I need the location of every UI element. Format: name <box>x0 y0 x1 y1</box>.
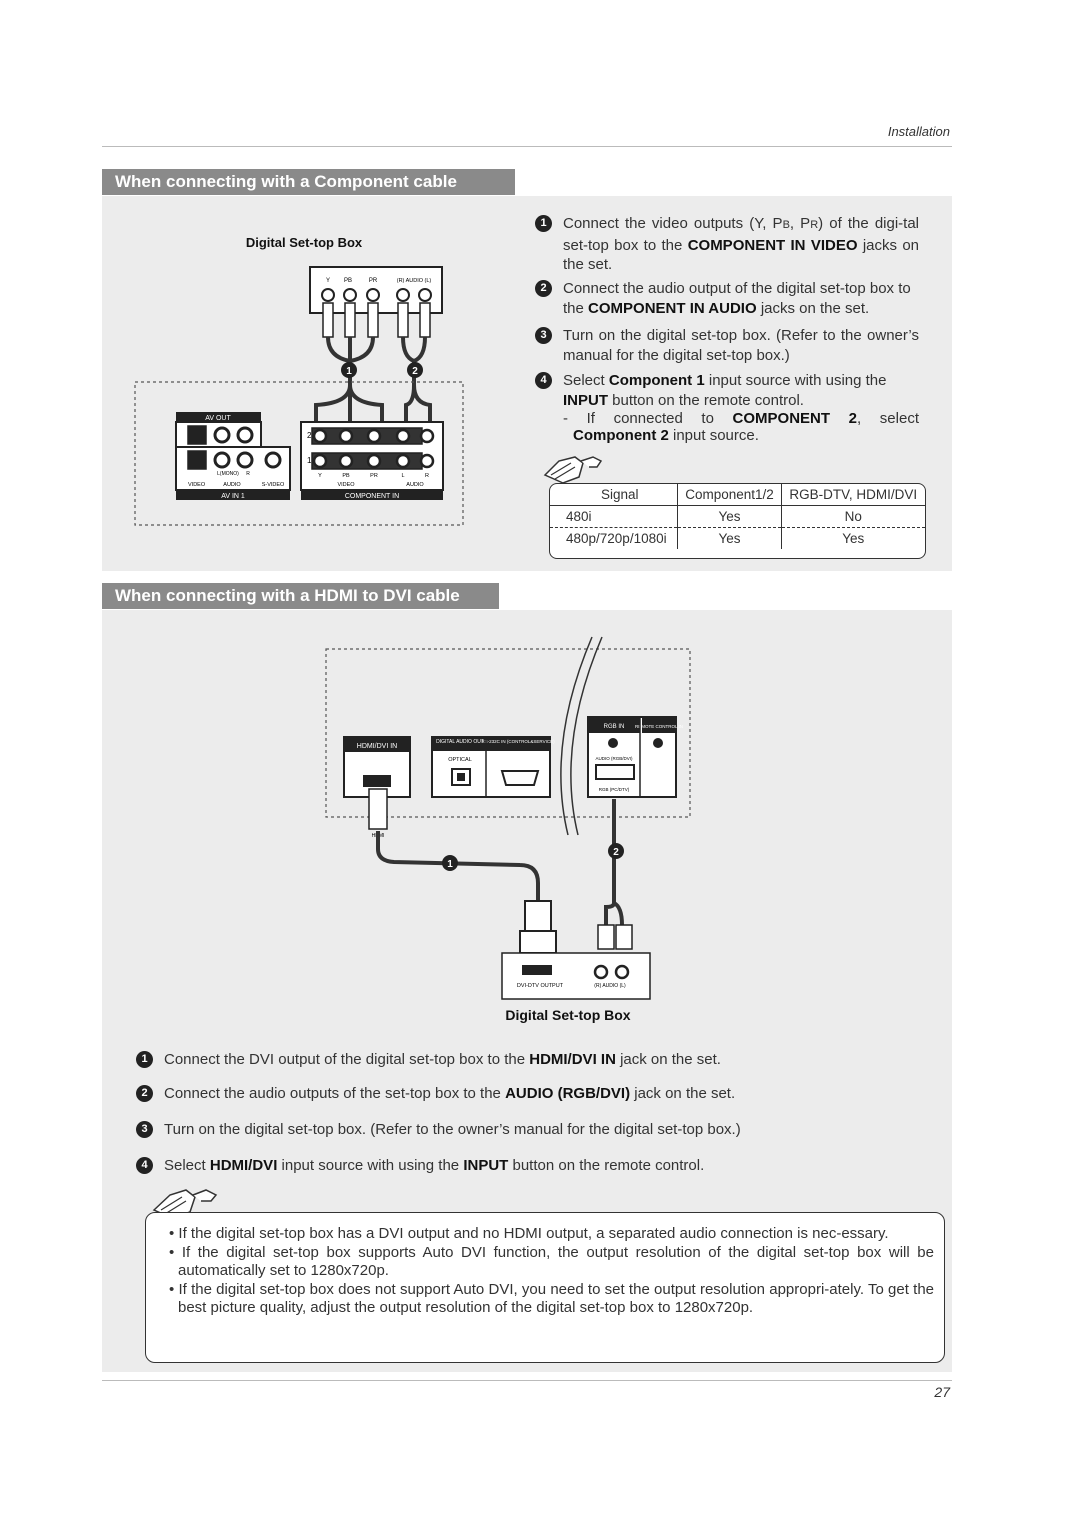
component-in-label: COMPONENT IN <box>345 493 399 500</box>
header-rule <box>102 146 952 147</box>
hdmi-port <box>363 775 391 787</box>
note-hand-icon <box>152 1189 218 1219</box>
av-in-label: AV IN 1 <box>221 493 245 500</box>
settop-jack-y: Y <box>326 278 330 284</box>
note-item: • If the digital set-top box does not su… <box>169 1280 934 1317</box>
av-r-label: R <box>246 471 250 477</box>
audio-out-label: (R) AUDIO (L) <box>594 983 626 989</box>
component-diagram: Digital Set-top Box Y PB PR (R) AUDIO (L… <box>134 235 464 526</box>
signal-header: Signal <box>550 484 679 506</box>
page-number: 27 <box>934 1384 950 1400</box>
hdmi-step-1: 1 Connect the DVI output of the digital … <box>136 1050 944 1070</box>
callout-1 <box>442 855 458 871</box>
dvi-port <box>522 965 552 975</box>
section-label: Installation <box>887 124 950 139</box>
callout-1-text: 1 <box>447 859 453 870</box>
step-number: 1 <box>535 215 552 232</box>
component-step-2: 2 Connect the audio output of the digita… <box>535 279 919 318</box>
component-step-3: 3 Turn on the digital set-top box. (Refe… <box>535 326 919 365</box>
callout-2 <box>407 362 423 378</box>
component-pr-label: PR <box>370 473 378 479</box>
settop-jack-pb: PB <box>344 278 352 284</box>
component-video-label: VIDEO <box>337 482 355 488</box>
av-out-label: AV OUT <box>205 415 231 422</box>
audio-rgb-dvi-label: AUDIO (RGB/DVI) <box>595 756 633 761</box>
hdmi-dvi-in-label: HDMI/DVI IN <box>357 743 397 750</box>
rgb-pc-dtv-label: RGB (PC/DTV) <box>599 787 630 792</box>
settop-label: Digital Set-top Box <box>246 235 363 250</box>
rs232c-label: RS-232C IN (CONTROL&SERVICE) <box>481 739 555 744</box>
av-out-banner <box>176 412 261 422</box>
settop-jacks <box>321 288 432 302</box>
callout-2-text: 2 <box>412 366 418 377</box>
tv-rear-outline <box>325 648 691 818</box>
component-y-label: Y <box>318 473 322 479</box>
step-number: 3 <box>535 327 552 344</box>
av-lmono-label: L(MONO) <box>217 471 239 477</box>
av-audio-label: AUDIO <box>223 482 241 488</box>
av-video-label: VIDEO <box>188 482 206 488</box>
step-number: 4 <box>136 1157 153 1174</box>
component-row-2: 2 <box>307 431 312 440</box>
component-section-title: When connecting with a Component cable <box>102 169 515 195</box>
component-row-1: 1 <box>307 456 312 465</box>
step-number: 2 <box>136 1085 153 1102</box>
remote-control-label: REMOTE CONTROL IN <box>635 724 683 729</box>
component-r-label: R <box>425 473 429 479</box>
table-row: 480i Yes No <box>550 505 925 528</box>
note-item: • If the digital set-top box has a DVI o… <box>169 1225 889 1242</box>
rgb-in-label: RGB IN <box>604 724 625 730</box>
settop-label: Digital Set-top Box <box>505 1007 630 1023</box>
component-pb-label: PB <box>342 473 350 479</box>
rs232c-port <box>500 770 540 786</box>
table-row: 480p/720p/1080i Yes Yes <box>550 527 925 549</box>
optical-label: OPTICAL <box>448 757 472 763</box>
hdmi-step-3: 3 Turn on the digital set-top box. (Refe… <box>136 1120 944 1140</box>
callout-1 <box>341 362 357 378</box>
callout-2 <box>608 843 624 859</box>
tv-rear-outline <box>134 381 464 526</box>
step-number: 3 <box>136 1121 153 1138</box>
settop-jack-pr: PR <box>369 278 378 284</box>
component-step-1: 1 Connect the video outputs (Y, PB, PR) … <box>535 214 919 275</box>
note-item: • If the digital set-top box supports Au… <box>169 1243 934 1280</box>
rgb-hdmi-header: RGB-DTV, HDMI/DVI <box>781 484 925 506</box>
hdmi-diagram: HDMI/DVI IN DIGITAL AUDIO OUT RS-232C IN… <box>325 636 691 1023</box>
hdmi-section-title: When connecting with a HDMI to DVI cable <box>102 583 499 609</box>
footer-rule <box>102 1380 952 1381</box>
component-step-4: 4 Select Component 1 input source with u… <box>535 371 919 444</box>
component-header: Component1/2 <box>677 484 782 506</box>
step-number: 4 <box>535 372 552 389</box>
callout-2-text: 2 <box>613 847 619 858</box>
hdmi-step-2: 2 Connect the audio outputs of the set-t… <box>136 1084 944 1104</box>
step-number: 2 <box>535 280 552 297</box>
step-number: 1 <box>136 1051 153 1068</box>
digital-audio-out-label: DIGITAL AUDIO OUT <box>436 739 484 745</box>
hdmi-step-4: 4 Select HDMI/DVI input source with usin… <box>136 1156 944 1176</box>
note-hand-icon <box>543 456 603 484</box>
notes-box: • If the digital set-top box has a DVI o… <box>145 1212 945 1363</box>
component-l-label: L <box>401 473 404 479</box>
component-step-4-sub: - If connected to COMPONENT 2, select Co… <box>563 410 919 444</box>
component-audio-label: AUDIO <box>406 482 424 488</box>
callout-1-text: 1 <box>346 366 352 377</box>
signal-table: Signal Component1/2 RGB-DTV, HDMI/DVI 48… <box>549 483 926 559</box>
settop-jack-audio: (R) AUDIO (L) <box>397 278 432 284</box>
dvi-dtv-output-label: DVI-DTV OUTPUT <box>517 983 564 989</box>
av-svideo-label: S-VIDEO <box>262 482 285 488</box>
